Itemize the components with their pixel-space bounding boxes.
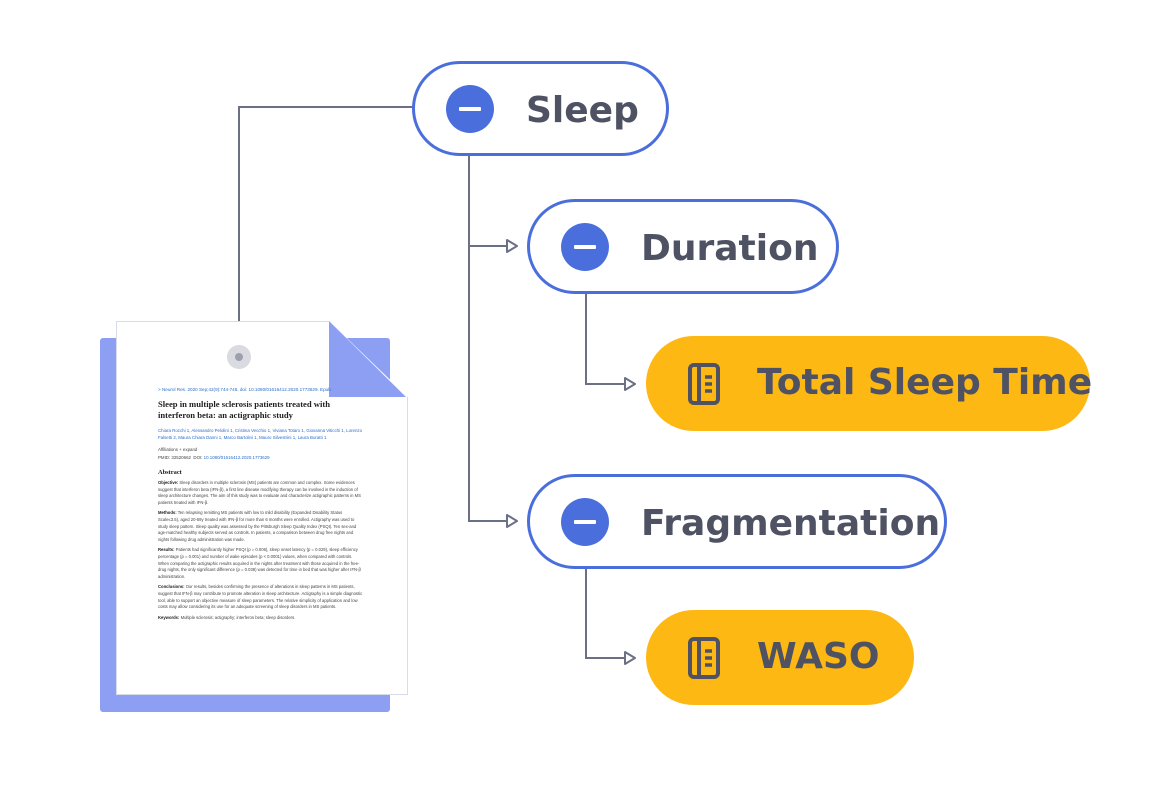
node-sleep[interactable]: Sleep [412,61,669,156]
collapse-minus-icon[interactable] [561,223,609,271]
sleep-to-fragmentation-connector [468,246,512,522]
abstract-methods: Methods: Ten relapsing remitting MS pati… [158,510,357,542]
collapse-minus-icon[interactable] [446,85,494,133]
abstract-keywords: Keywords: Multiple sclerosis; actigraphy… [158,614,296,620]
paper-content: > Neurol Res. 2020 Sep;42(9):744-746. do… [158,387,364,621]
arrowhead-icon [506,514,518,528]
paper-title: Sleep in multiple sclerosis patients tre… [158,399,331,420]
node-label-duration: Duration [641,228,819,269]
node-label-sleep: Sleep [526,90,639,131]
arrowhead-icon [624,377,636,391]
paper-authors: Chiara Rocchi 1, Alessandro Pelolini 1, … [158,428,363,440]
paper-doi: 10.1080/01616412.2020.1773629 [203,455,270,460]
node-label-fragmentation: Fragmentation [641,503,941,544]
paper-identifiers: PMID: 32520662 DOI: 10.1080/01616412.202… [158,455,364,460]
node-waso[interactable]: WASO [646,610,914,705]
node-duration[interactable]: Duration [527,199,839,294]
notebook-icon [688,363,720,405]
notebook-icon [688,637,720,679]
document-pin-icon [227,345,251,369]
abstract-conclusions: Conclusions: Our results, besides confir… [158,584,363,610]
node-label-total-sleep-time: Total Sleep Time [757,362,1093,403]
node-label-waso: WASO [757,636,880,677]
paper-citation: > Neurol Res. 2020 Sep;42(9):744-746. do… [158,387,331,392]
arrowhead-icon [506,239,518,253]
sleep-to-duration-connector [468,154,512,247]
abstract-results: Results: Patients had significantly high… [158,547,361,579]
duration-to-total-sleep-time-connector [585,292,630,385]
arrowhead-icon [624,651,636,665]
document-to-sleep-connector [238,106,414,357]
abstract-objective: Objective: Sleep disorders in multiple s… [158,480,361,505]
fragmentation-to-waso-connector [585,568,630,659]
abstract-heading: Abstract [158,469,182,476]
paper-affiliations: Affiliations + expand [158,447,198,452]
collapse-minus-icon[interactable] [561,498,609,546]
node-total-sleep-time[interactable]: Total Sleep Time [646,336,1093,431]
node-fragmentation[interactable]: Fragmentation [527,474,947,569]
paper-doi-label: DOI: [193,455,203,460]
paper-pmid: PMID: 32520662 [158,455,191,460]
